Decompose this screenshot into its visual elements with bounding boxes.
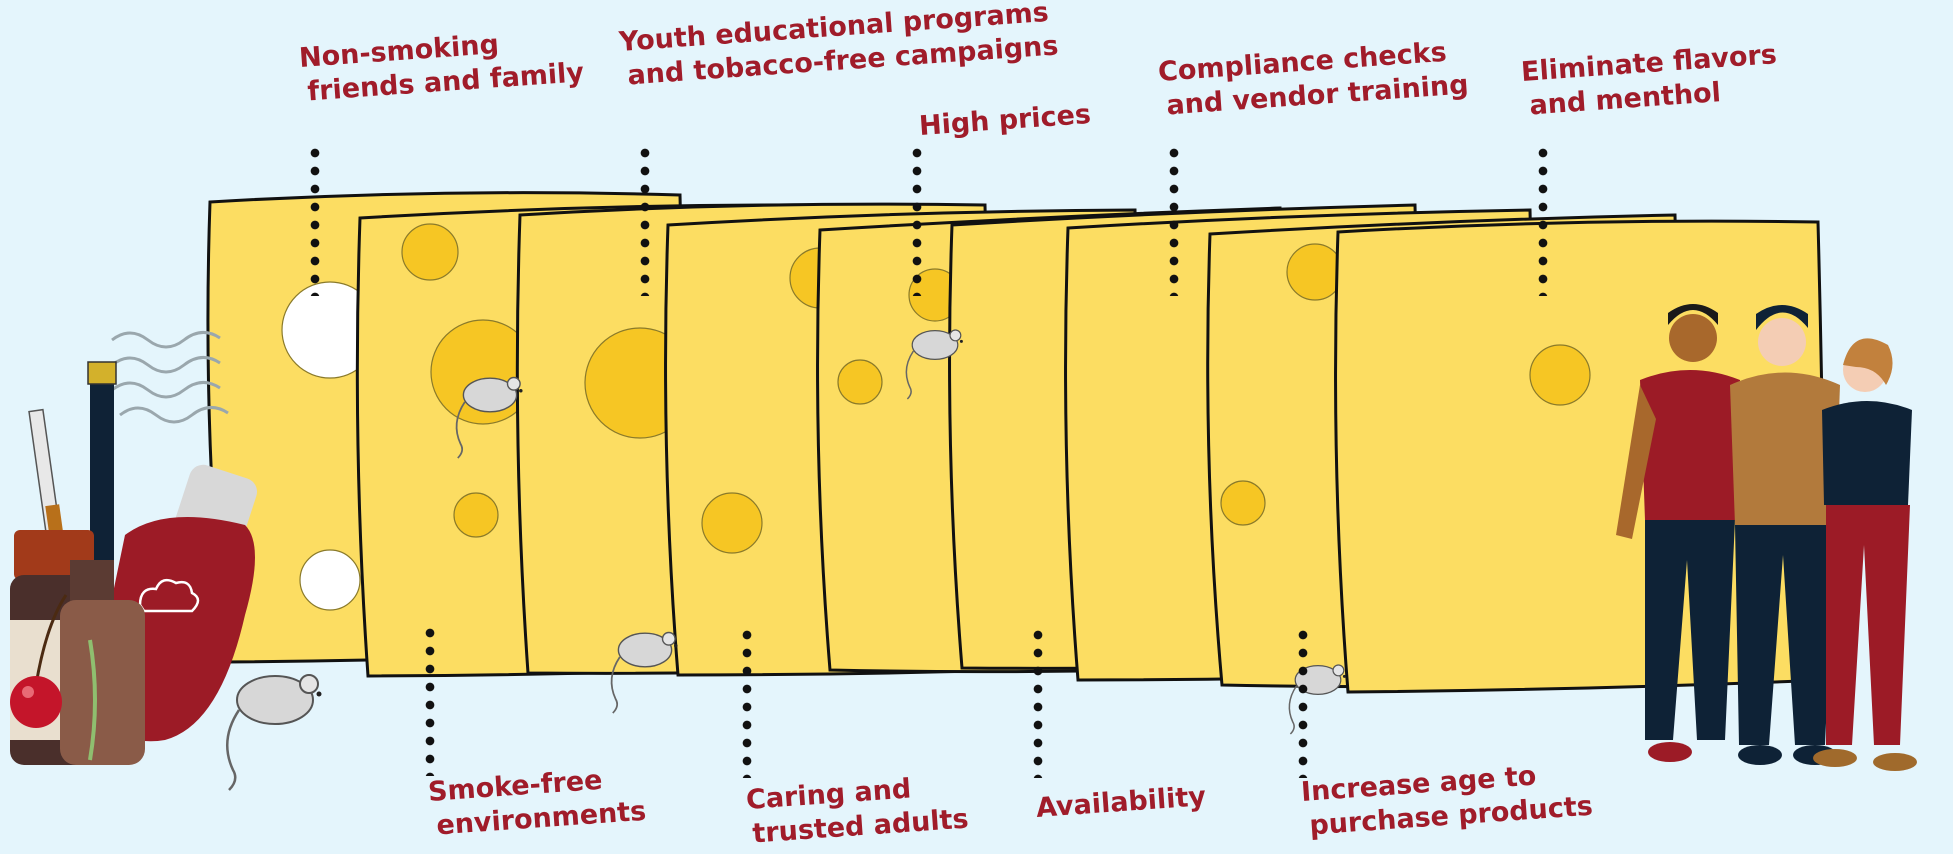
cheese-hole (838, 360, 882, 404)
cheese-hole (402, 224, 458, 280)
mouse-icon (227, 675, 321, 790)
connector-dots (1538, 144, 1548, 296)
vape-pen-icon (29, 410, 65, 546)
cheese-hole (702, 493, 762, 553)
cheese-hole (1530, 345, 1590, 405)
connector-dots (1169, 144, 1179, 296)
cheese-hole (1287, 244, 1343, 300)
connector-dots (912, 144, 922, 296)
cheese-hole (454, 493, 498, 537)
connector-dots (1298, 626, 1308, 778)
connector-dots (1033, 626, 1043, 778)
cheese-hole (300, 550, 360, 610)
cheese-hole (1221, 481, 1265, 525)
people-group-icon (1616, 304, 1917, 771)
cheese-slices (208, 193, 1825, 790)
connector-dots (640, 144, 650, 296)
connector-dots (310, 144, 320, 296)
connector-dots (742, 626, 752, 778)
connector-dots (425, 624, 435, 776)
